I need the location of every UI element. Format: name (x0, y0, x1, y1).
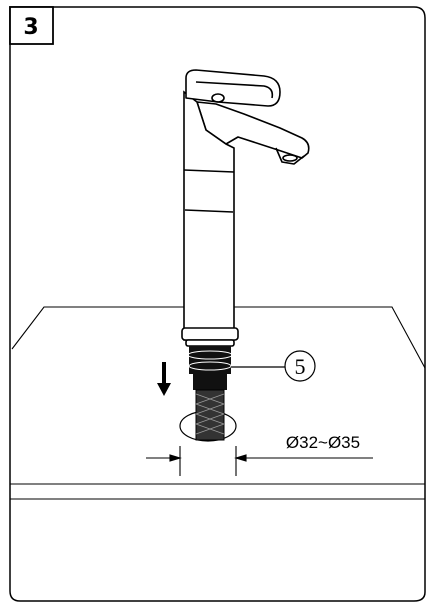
step-number: 3 (23, 15, 38, 40)
hole-diameter-dimension: Ø32~Ø35 (146, 433, 373, 476)
diameter-label: Ø32~Ø35 (286, 433, 360, 452)
supply-hoses (195, 389, 225, 441)
step-number-badge: 3 (9, 6, 54, 45)
lever-handle (185, 69, 281, 107)
diagram-frame (9, 6, 426, 602)
faucet-spout (196, 101, 310, 165)
callout-5: 5 (231, 350, 316, 382)
insert-down-arrow (157, 362, 171, 396)
base-collar (181, 327, 239, 347)
threaded-shank (187, 346, 233, 390)
callout-label: 5 (295, 354, 306, 379)
